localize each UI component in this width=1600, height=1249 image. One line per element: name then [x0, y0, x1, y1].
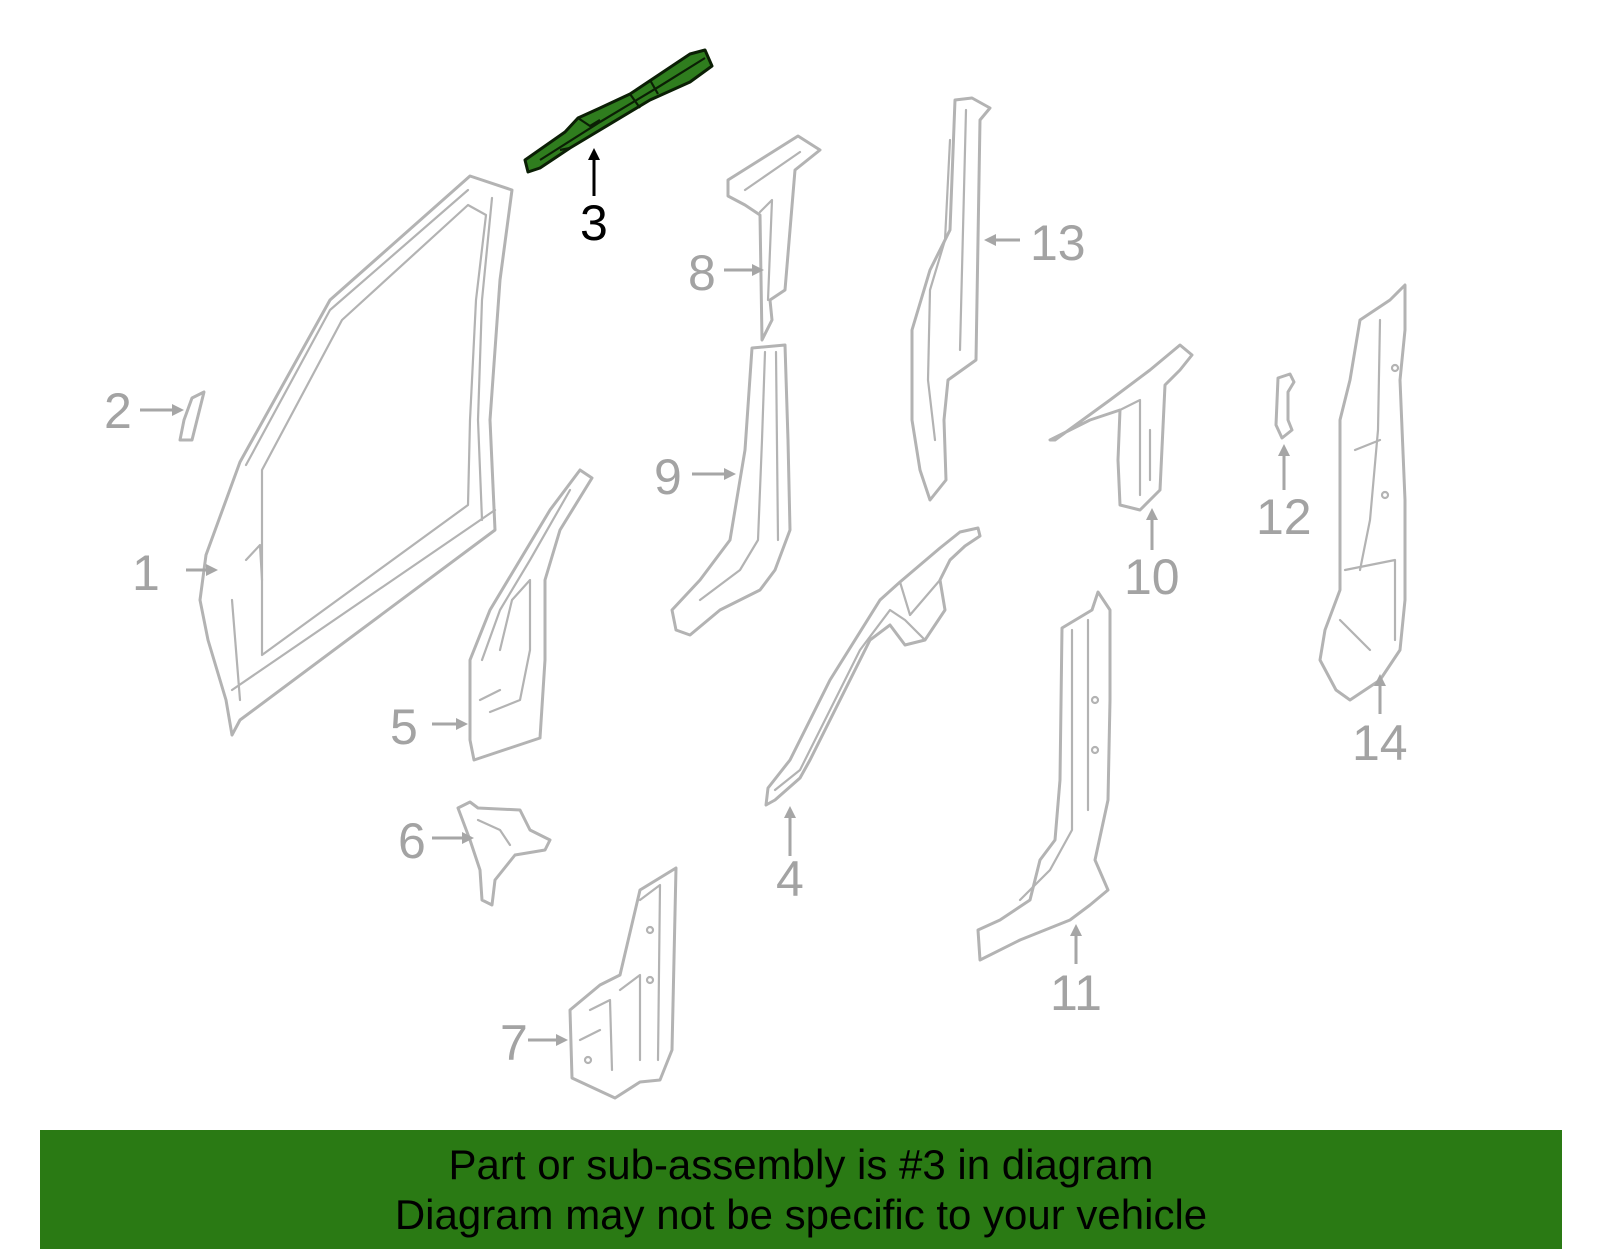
part-7 [568, 866, 678, 1100]
part-10 [1048, 343, 1194, 512]
part-6 [456, 800, 552, 907]
part-11 [976, 590, 1112, 962]
parts-diagram: 1 2 3 4 5 6 7 8 9 10 11 12 13 14 [104, 48, 1408, 1100]
part-9 [670, 343, 792, 637]
part-5 [468, 468, 594, 762]
part-12 [1274, 372, 1296, 440]
part-2 [178, 390, 206, 442]
part-4 [764, 526, 982, 807]
callout-3: 3 [580, 195, 608, 251]
callout-4: 4 [776, 851, 804, 907]
part-3 [523, 48, 714, 174]
callout-1: 1 [132, 545, 160, 601]
callout-9: 9 [654, 449, 682, 505]
callout-arrows [140, 148, 1386, 1046]
part-1 [198, 174, 514, 737]
banner-disclaimer-line: Diagram may not be specific to your vehi… [394, 1191, 1208, 1238]
callout-14: 14 [1352, 715, 1408, 771]
callout-8: 8 [688, 245, 716, 301]
part-13 [910, 96, 992, 502]
banner-part-line: Part or sub-assembly is #3 in diagram [448, 1141, 1154, 1188]
callout-12: 12 [1256, 489, 1312, 545]
callout-11: 11 [1050, 965, 1102, 1021]
callout-5: 5 [390, 699, 418, 755]
callout-2: 2 [104, 383, 132, 439]
callout-7: 7 [500, 1015, 528, 1071]
part-8 [726, 134, 822, 342]
callout-13: 13 [1030, 215, 1086, 271]
part-14 [1318, 283, 1407, 702]
info-banner: Part or sub-assembly is #3 in diagram Di… [40, 1130, 1562, 1249]
callout-6: 6 [398, 813, 426, 869]
callout-10: 10 [1124, 549, 1180, 605]
